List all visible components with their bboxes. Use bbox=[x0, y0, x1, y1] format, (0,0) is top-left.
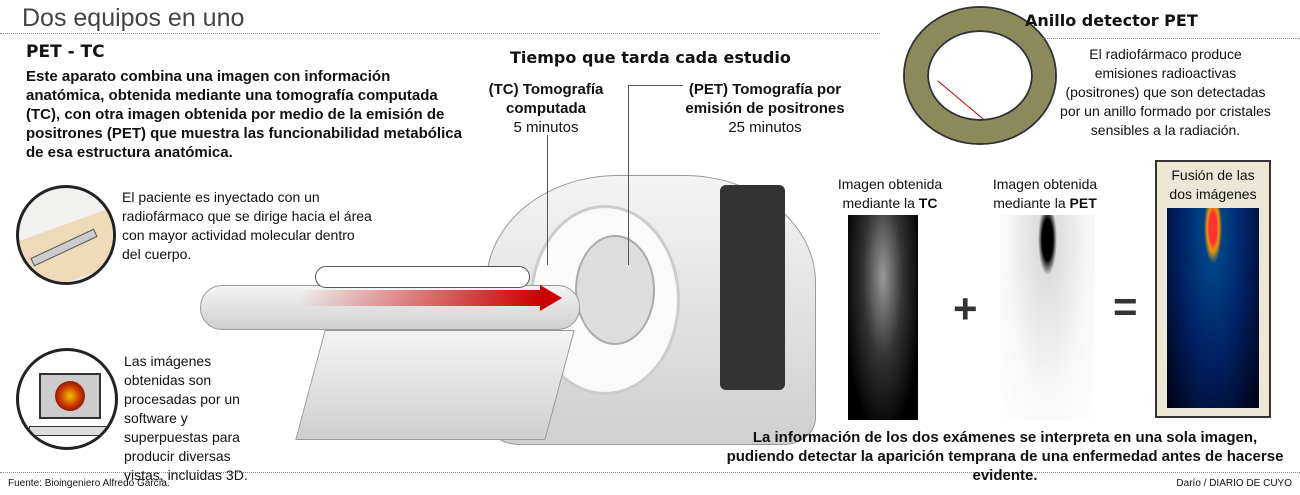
pet-label: (PET) Tomografía por emisión de positron… bbox=[685, 81, 845, 117]
intro-text: Este aparato combina una imagen con info… bbox=[26, 68, 462, 161]
arrow-icon bbox=[300, 290, 540, 306]
tc-time: 5 minutos bbox=[513, 119, 579, 136]
source-text: Fuente: Bioingeniero Alfredo García. bbox=[8, 478, 170, 489]
computer-illustration bbox=[16, 348, 118, 450]
pet-label-line1: Imagen obtenida bbox=[992, 176, 1098, 192]
tc-label-bold: TC bbox=[918, 195, 938, 211]
page-title: Dos equipos en uno bbox=[22, 4, 245, 32]
software-text: Las imágenes obtenidas son procesadas po… bbox=[124, 353, 248, 483]
tc-image-label: Imagen obtenida mediante la TC bbox=[820, 175, 960, 213]
tc-label-line1: Imagen obtenida bbox=[837, 176, 943, 192]
divider bbox=[0, 472, 1300, 473]
monitor-icon bbox=[39, 373, 101, 419]
fusion-label: Fusión de las dos imágenes bbox=[1169, 167, 1257, 202]
plus-sign: + bbox=[953, 285, 978, 332]
divider bbox=[0, 33, 880, 34]
equals-sign: = bbox=[1113, 283, 1138, 330]
injection-text: El paciente es inyectado con un radiofár… bbox=[122, 189, 372, 262]
conclusion-text: La información de los dos exámenes se in… bbox=[726, 429, 1284, 484]
intro-heading: PET - TC bbox=[26, 42, 105, 62]
tc-label-line2: mediante la bbox=[842, 195, 919, 211]
pet-timing: (PET) Tomografía por emisión de positron… bbox=[680, 80, 850, 137]
pet-image-label: Imagen obtenida mediante la PET bbox=[975, 175, 1115, 213]
divider bbox=[1015, 38, 1300, 39]
credit-text: Darío / DIARIO DE CUYO bbox=[1176, 478, 1292, 489]
ring-text: El radiofármaco produce emisiones radioa… bbox=[1060, 46, 1271, 138]
timing-heading: Tiempo que tarda cada estudio bbox=[510, 48, 791, 67]
pet-label-bold: PET bbox=[1069, 195, 1097, 211]
pet-time: 25 minutos bbox=[728, 119, 802, 136]
tc-scan-image bbox=[848, 215, 918, 420]
syringe-illustration bbox=[16, 185, 116, 285]
tc-label: (TC) Tomografía computada bbox=[488, 81, 604, 117]
tc-timing: (TC) Tomografía computada 5 minutos bbox=[486, 80, 606, 137]
pet-scan-image bbox=[1000, 215, 1095, 420]
pet-label-line2: mediante la bbox=[993, 195, 1070, 211]
ring-heading: Anillo detector PET bbox=[1025, 11, 1198, 30]
fusion-scan-image bbox=[1167, 208, 1259, 408]
patient-figure bbox=[315, 266, 530, 288]
fusion-box: Fusión de las dos imágenes bbox=[1155, 160, 1271, 418]
